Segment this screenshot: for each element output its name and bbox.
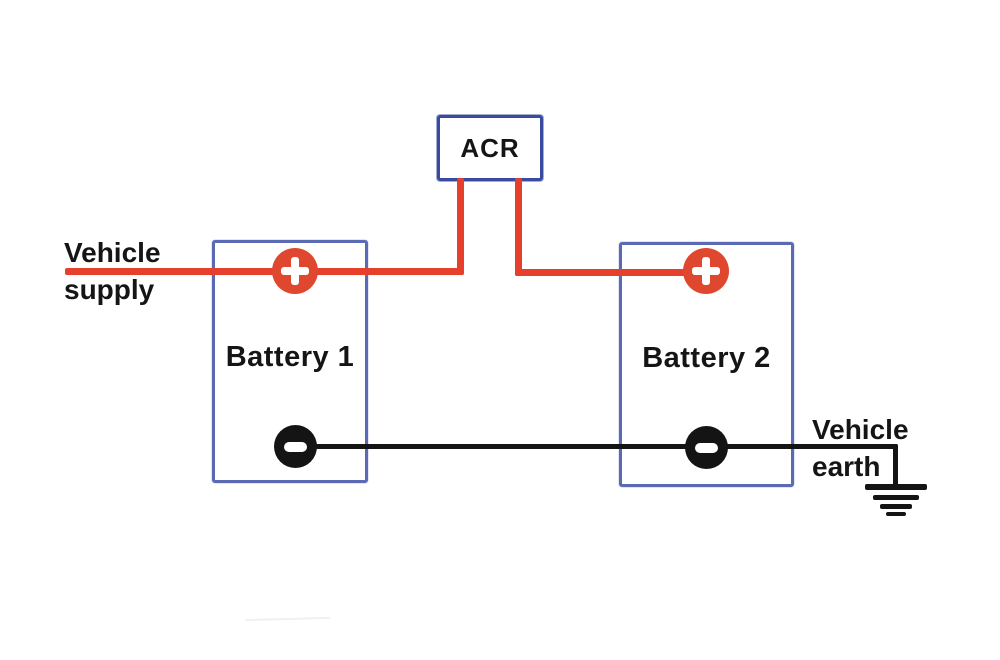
wire-negative-bus — [295, 444, 898, 449]
battery-1-box: Battery 1 — [212, 240, 368, 483]
ground-icon — [865, 484, 927, 490]
acr-label: ACR — [460, 132, 520, 163]
ground-icon — [886, 512, 906, 516]
battery-2-label: Battery 2 — [642, 342, 771, 374]
battery-1-label: Battery 1 — [225, 341, 355, 373]
pencil-smudge — [244, 616, 331, 622]
wire-vehicle-supply-to-acr — [65, 268, 464, 275]
battery-2-box: Battery 2 — [619, 242, 794, 487]
acr-box: ACR — [437, 115, 543, 181]
vehicle-earth-label: Vehicle earth — [812, 414, 909, 482]
vehicle-supply-label: Vehicle supply — [64, 237, 161, 305]
wire-acr-to-battery-2 — [515, 269, 706, 276]
ground-icon — [880, 504, 912, 509]
battery-1-positive-terminal — [272, 248, 318, 294]
battery-2-negative-terminal — [685, 426, 728, 469]
minus-icon — [284, 441, 307, 452]
plus-icon — [692, 257, 720, 285]
plus-icon — [281, 257, 309, 285]
wire-earth-drop — [893, 444, 898, 488]
battery-1-negative-terminal — [274, 425, 317, 468]
minus-icon — [695, 442, 718, 453]
wire-acr-right-leg — [515, 178, 522, 276]
ground-icon — [873, 495, 919, 500]
wire-acr-left-leg — [457, 178, 464, 275]
battery-2-positive-terminal — [683, 248, 729, 294]
